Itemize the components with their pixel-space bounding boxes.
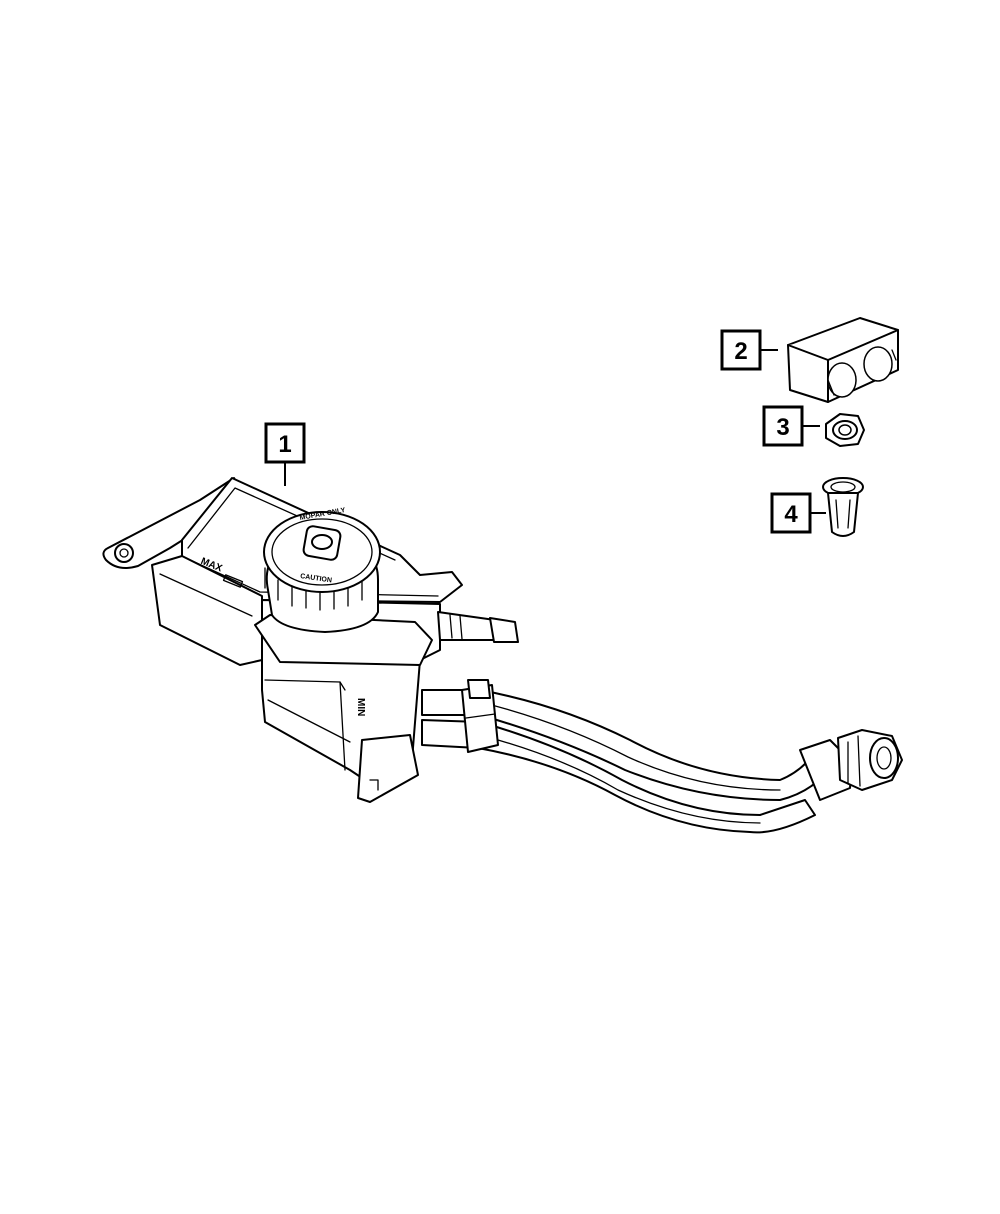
grommet <box>822 477 864 537</box>
callout-2: 2 <box>720 329 778 371</box>
hose-assembly <box>421 679 903 834</box>
clip-retainer <box>787 317 899 403</box>
callout-2-label: 2 <box>734 338 747 365</box>
lower-bracket <box>357 734 419 803</box>
svg-text:CAUTION: CAUTION <box>300 573 333 584</box>
min-mark: MIN <box>355 698 366 716</box>
outlet-nipple <box>437 611 519 643</box>
callout-3-label: 3 <box>776 414 789 441</box>
reservoir-assembly: MAX MIN MOPAR ONLY CAUTION <box>102 477 519 803</box>
callout-1: 1 <box>264 422 306 486</box>
callout-4: 4 <box>770 492 826 534</box>
callout-4-label: 4 <box>784 501 798 528</box>
quick-connector <box>799 729 903 801</box>
nut <box>825 413 865 447</box>
callout-1-label: 1 <box>278 431 291 458</box>
reservoir-cap: MOPAR ONLY CAUTION <box>263 507 381 633</box>
callout-3: 3 <box>762 405 820 447</box>
hose-clamp <box>461 679 499 753</box>
mounting-arm <box>102 477 247 569</box>
